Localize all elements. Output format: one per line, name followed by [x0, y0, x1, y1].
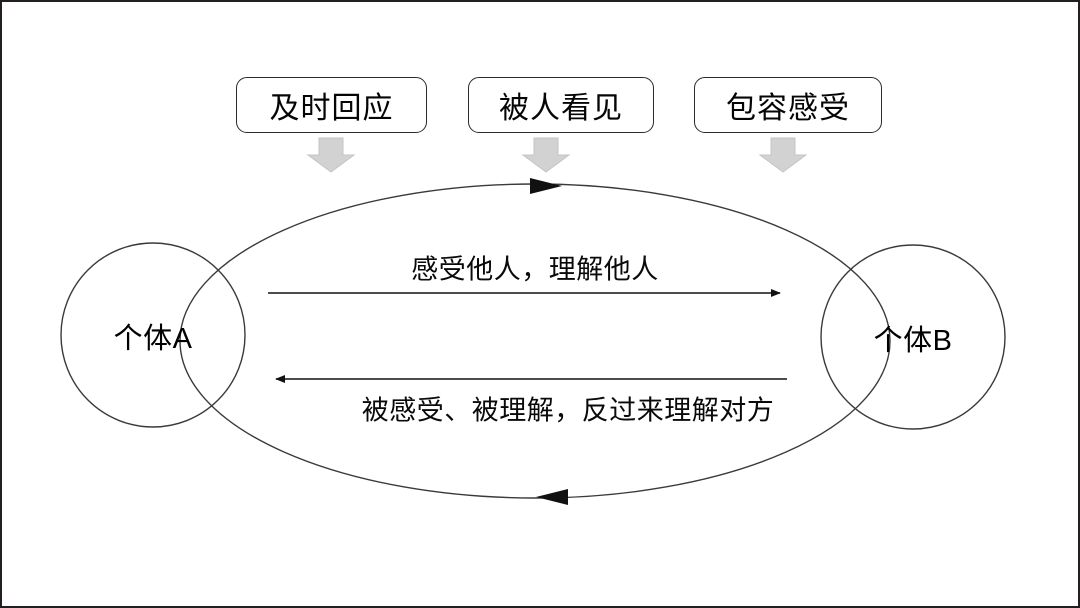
block-arrow-down-icon-2	[521, 137, 571, 173]
tag-label-contain-feelings: 包容感受	[726, 92, 850, 125]
relationship-loop-ellipse	[179, 183, 891, 499]
node-circle-individual-b	[820, 244, 1006, 430]
tag-box-contain-feelings[interactable]: 包容感受	[694, 77, 882, 133]
tag-label-timely-response: 及时回应	[269, 92, 394, 125]
edge-label-being-felt-understood: 被感受、被理解，反过来理解对方	[361, 395, 775, 426]
edge-label-feel-understand-others: 感受他人，理解他人	[411, 254, 659, 285]
loop-bottom-arrowhead-icon	[536, 489, 568, 505]
block-arrow-down-icon-1	[306, 137, 356, 173]
node-label-individual-a: 个体A	[113, 323, 193, 355]
loop-top-arrowhead-icon	[530, 178, 562, 194]
tag-box-being-seen[interactable]: 被人看见	[468, 77, 654, 133]
node-label-individual-b: 个体B	[873, 325, 953, 357]
block-arrow-down-icon-3	[758, 137, 808, 173]
tag-box-timely-response[interactable]: 及时回应	[236, 77, 427, 133]
node-circle-individual-a	[60, 242, 246, 428]
tag-label-being-seen: 被人看见	[499, 92, 623, 125]
